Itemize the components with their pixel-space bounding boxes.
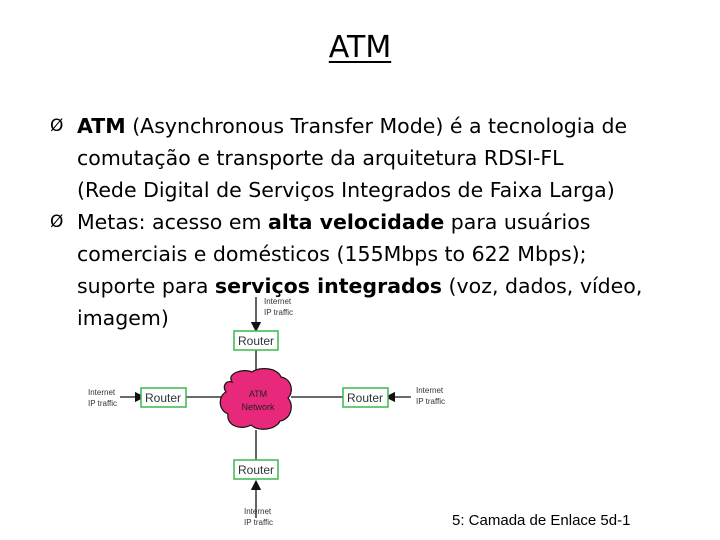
traffic-top-label-2: IP traffic	[264, 308, 293, 317]
bullet-arrow-icon: Ø	[50, 116, 64, 136]
atm-cloud-label-1: ATM	[249, 389, 267, 399]
slide-title: ATM	[328, 30, 392, 65]
router-top-label: Router	[238, 334, 274, 348]
bullet2-line4: imagem)	[77, 306, 169, 330]
traffic-bottom-label-2: IP traffic	[244, 518, 273, 527]
traffic-bottom-label-1: Internet	[244, 507, 272, 516]
bullet2-line1-pre: Metas: acesso em	[77, 210, 268, 234]
bullet2-line3-pre: suporte para	[77, 274, 215, 298]
traffic-left-label-2: IP traffic	[88, 399, 117, 408]
bullet2-line1-post: para usuários	[444, 210, 591, 234]
router-right	[342, 387, 389, 408]
slide-footer: 5: Camada de Enlace 5d-1	[452, 512, 631, 529]
bullet1-line2: comutação e transporte da arquitetura RD…	[77, 146, 564, 170]
high-speed-term: alta velocidade	[267, 210, 445, 234]
atm-network-cloud	[219, 367, 292, 430]
router-left-label: Router	[145, 391, 181, 405]
router-right-label: Router	[347, 391, 383, 405]
traffic-right-label-2: IP traffic	[416, 397, 445, 406]
bullet2-line3-post: (voz, dados, vídeo,	[442, 274, 643, 298]
router-bottom	[233, 459, 279, 480]
atm-cloud-label-2: Network	[241, 402, 275, 412]
router-bottom-label: Router	[238, 463, 274, 477]
bullet-item-atm-definition: Ø ATM (Asynchronous Transfer Mode) é a t…	[50, 110, 700, 206]
bullet-list: Ø ATM (Asynchronous Transfer Mode) é a t…	[50, 110, 700, 334]
bullet1-line1: ATM (Asynchronous Transfer Mode) é a tec…	[77, 110, 700, 142]
integrated-services-term: serviços integrados	[214, 274, 442, 298]
traffic-right-label-1: Internet	[416, 386, 444, 395]
atm-term: ATM	[77, 114, 126, 138]
traffic-top-label-1: Internet	[264, 297, 292, 306]
bullet2-line1: Metas: acesso em alta velocidade para us…	[77, 206, 700, 238]
router-left	[140, 387, 187, 408]
bullet1-line3: (Rede Digital de Serviços Integrados de …	[77, 178, 615, 202]
bullet-arrow-icon: Ø	[50, 212, 64, 232]
bullet2-line3: suporte para serviços integrados (voz, d…	[77, 270, 700, 302]
bullet-item-goals: Ø Metas: acesso em alta velocidade para …	[50, 206, 700, 334]
bullet1-line1-text: (Asynchronous Transfer Mode) é a tecnolo…	[125, 114, 628, 138]
router-top	[233, 330, 279, 351]
traffic-left-label-1: Internet	[88, 388, 116, 397]
bullet2-line2: comerciais e domésticos (155Mbps to 622 …	[77, 242, 587, 266]
